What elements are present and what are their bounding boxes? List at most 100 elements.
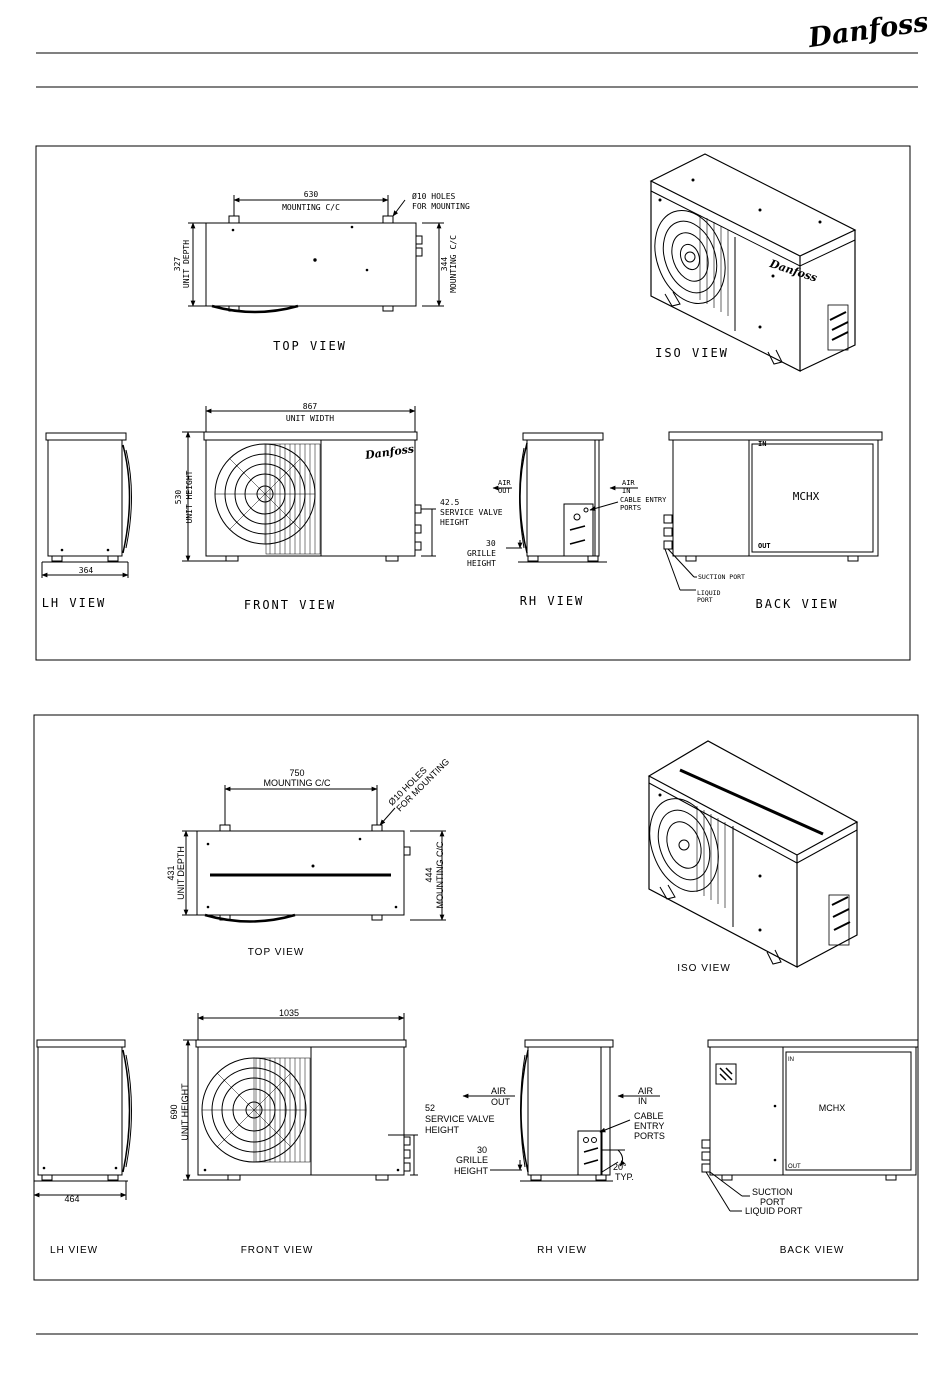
d1-rh-grille-2: HEIGHT bbox=[467, 559, 496, 568]
d2-rh-grille-dim: 30 bbox=[477, 1145, 487, 1155]
drawing-2: 750 MOUNTING C/C Ø10 HOLES FOR MOUNTING … bbox=[33, 714, 919, 1281]
d1-iso-view: Danfoss ISO VIEW bbox=[649, 153, 857, 372]
d2-lh-view-caption: LH VIEW bbox=[50, 1245, 98, 1256]
d2-rh-view-caption: RH VIEW bbox=[537, 1245, 587, 1256]
d2-iso-body bbox=[647, 740, 859, 968]
d2-lh-width-dim: 464 bbox=[64, 1194, 79, 1204]
d2-front-height-dim: 690 bbox=[169, 1104, 179, 1119]
d2-back-liquid: LIQUID PORT bbox=[745, 1206, 803, 1216]
d2-iso-fan bbox=[649, 798, 719, 892]
d2-back-view-caption: BACK VIEW bbox=[780, 1245, 845, 1256]
d1-lh-width-dim: 364 bbox=[79, 566, 94, 575]
d1-top-mountdepth-dim: 344 bbox=[440, 257, 449, 272]
d2-front-fan-guard bbox=[201, 1057, 307, 1163]
d2-back-suction-2: PORT bbox=[760, 1197, 785, 1207]
drawing-2-frame bbox=[33, 714, 919, 1281]
d1-front-height-dim: 530 bbox=[174, 490, 183, 505]
d2-rh-grille-1: GRILLE bbox=[456, 1155, 488, 1165]
d2-iso-view: ISO VIEW bbox=[647, 740, 859, 974]
d1-back-liquid-2: PORT bbox=[697, 596, 713, 604]
d1-top-holes-line1: Ø10 HOLES bbox=[412, 191, 456, 201]
d2-rh-angle-1: 20° bbox=[613, 1162, 627, 1172]
d2-rh-cable-3: PORTS bbox=[634, 1131, 665, 1141]
d1-front-width-label: UNIT WIDTH bbox=[286, 414, 334, 423]
d1-rh-air-in-2: IN bbox=[622, 487, 630, 495]
d1-rh-body bbox=[526, 439, 600, 557]
d1-top-mountdepth-label: MOUNTING C/C bbox=[449, 235, 458, 293]
d1-back-view-caption: BACK VIEW bbox=[755, 597, 838, 611]
d2-top-body bbox=[196, 830, 405, 916]
drawing-1: 630 MOUNTING C/C Ø10 HOLES FOR MOUNTING … bbox=[35, 145, 911, 661]
d1-rh-air-out-2: OUT bbox=[498, 487, 511, 495]
d2-back-view: IN OUT MCHX SUCTION PORT LIQUID PORT BAC… bbox=[701, 1039, 919, 1256]
d2-front-width-dim: 1035 bbox=[279, 1008, 299, 1018]
d2-rh-body bbox=[527, 1046, 611, 1176]
d2-back-mchx-coil bbox=[785, 1051, 912, 1171]
d2-back-out: OUT bbox=[788, 1164, 801, 1170]
d2-front-valve-line2: HEIGHT bbox=[425, 1125, 460, 1135]
d2-front-view-caption: FRONT VIEW bbox=[241, 1245, 314, 1256]
d2-front-valve-dim: 52 bbox=[425, 1103, 435, 1113]
d1-front-height-label: UNIT HEIGHT bbox=[185, 470, 194, 523]
d1-top-holes-line2: FOR MOUNTING bbox=[412, 202, 470, 211]
d1-front-body bbox=[205, 439, 416, 557]
d2-rh-cable-1: CABLE bbox=[634, 1111, 664, 1121]
d1-rh-grille-dim: 30 bbox=[486, 539, 496, 548]
d2-top-mounting-label: MOUNTING C/C bbox=[264, 778, 331, 788]
d2-top-view-caption: TOP VIEW bbox=[248, 947, 305, 958]
d1-front-valve-dim: 42.5 bbox=[440, 498, 459, 507]
d1-iso-body bbox=[649, 153, 857, 372]
d1-top-mounting-label: MOUNTING C/C bbox=[282, 203, 340, 212]
d1-top-depth-label: UNIT DEPTH bbox=[182, 240, 191, 288]
d2-top-mounting-dim: 750 bbox=[289, 768, 304, 778]
d2-rh-air-in-1: AIR bbox=[638, 1086, 654, 1096]
d2-front-valve-line1: SERVICE VALVE bbox=[425, 1114, 495, 1124]
d2-front-body bbox=[197, 1046, 405, 1176]
d1-iso-view-caption: ISO VIEW bbox=[655, 346, 729, 360]
d1-lh-body bbox=[47, 439, 123, 557]
d1-rh-cable-2: PORTS bbox=[620, 504, 641, 512]
d1-top-depth-dim: 327 bbox=[173, 257, 182, 272]
d2-top-mountdepth-label: MOUNTING C/C bbox=[435, 841, 445, 908]
d1-back-view: IN OUT MCHX SUCTION PORT LIQUID PORT BAC… bbox=[663, 431, 883, 611]
d1-back-out: OUT bbox=[758, 542, 771, 550]
d2-back-suction-1: SUCTION bbox=[752, 1187, 793, 1197]
d1-top-body bbox=[205, 222, 417, 307]
d2-front-view: 1035 690 UNIT HEIGHT 52 SERVICE VALVE HE… bbox=[169, 1008, 495, 1256]
d2-lh-body bbox=[37, 1046, 123, 1176]
page-header: Danfoss bbox=[36, 7, 931, 88]
d2-front-height-label: UNIT HEIGHT bbox=[180, 1083, 190, 1141]
d2-rh-cable-2: ENTRY bbox=[634, 1121, 664, 1131]
d1-rh-grille-1: GRILLE bbox=[467, 549, 496, 558]
d1-rh-air-in-1: AIR bbox=[622, 479, 635, 487]
d2-back-warning-label bbox=[715, 1063, 737, 1085]
d2-back-body bbox=[709, 1046, 917, 1176]
d1-front-grille bbox=[265, 443, 321, 555]
d2-rh-angle-2: TYP. bbox=[615, 1172, 634, 1182]
d1-back-liquid-1: LIQUID bbox=[697, 589, 721, 597]
d2-top-mountdepth-dim: 444 bbox=[424, 867, 434, 882]
d1-back-in: IN bbox=[758, 440, 766, 448]
d1-rh-cable-1: CABLE ENTRY bbox=[620, 496, 667, 504]
d1-top-mounting-dim: 630 bbox=[304, 190, 319, 199]
d1-lh-view: 364 LH VIEW bbox=[41, 432, 132, 610]
brand-logo: Danfoss bbox=[806, 7, 931, 55]
d2-back-mchx: MCHX bbox=[819, 1103, 846, 1113]
d2-lh-view: 464 LH VIEW bbox=[33, 1039, 132, 1256]
d2-rh-air-out-2: OUT bbox=[491, 1097, 511, 1107]
d1-back-mchx-coil bbox=[751, 443, 874, 553]
d1-lh-view-caption: LH VIEW bbox=[42, 596, 107, 610]
d1-front-valve-line1: SERVICE VALVE bbox=[440, 508, 503, 517]
d1-top-view-caption: TOP VIEW bbox=[273, 339, 347, 353]
d1-rh-view: AIR OUT AIR IN CABLE ENTRY PORTS 30 GRIL… bbox=[467, 432, 667, 608]
d2-iso-view-caption: ISO VIEW bbox=[677, 963, 731, 974]
d1-back-mchx: MCHX bbox=[793, 490, 820, 503]
d2-top-depth-dim: 431 bbox=[166, 865, 176, 880]
d2-back-in: IN bbox=[788, 1057, 794, 1063]
d1-rh-air-out-1: AIR bbox=[498, 479, 511, 487]
d1-front-view-caption: FRONT VIEW bbox=[244, 598, 336, 612]
d2-rh-grille-2: HEIGHT bbox=[454, 1166, 489, 1176]
d1-back-body bbox=[672, 439, 879, 557]
d2-front-grille bbox=[255, 1057, 311, 1163]
